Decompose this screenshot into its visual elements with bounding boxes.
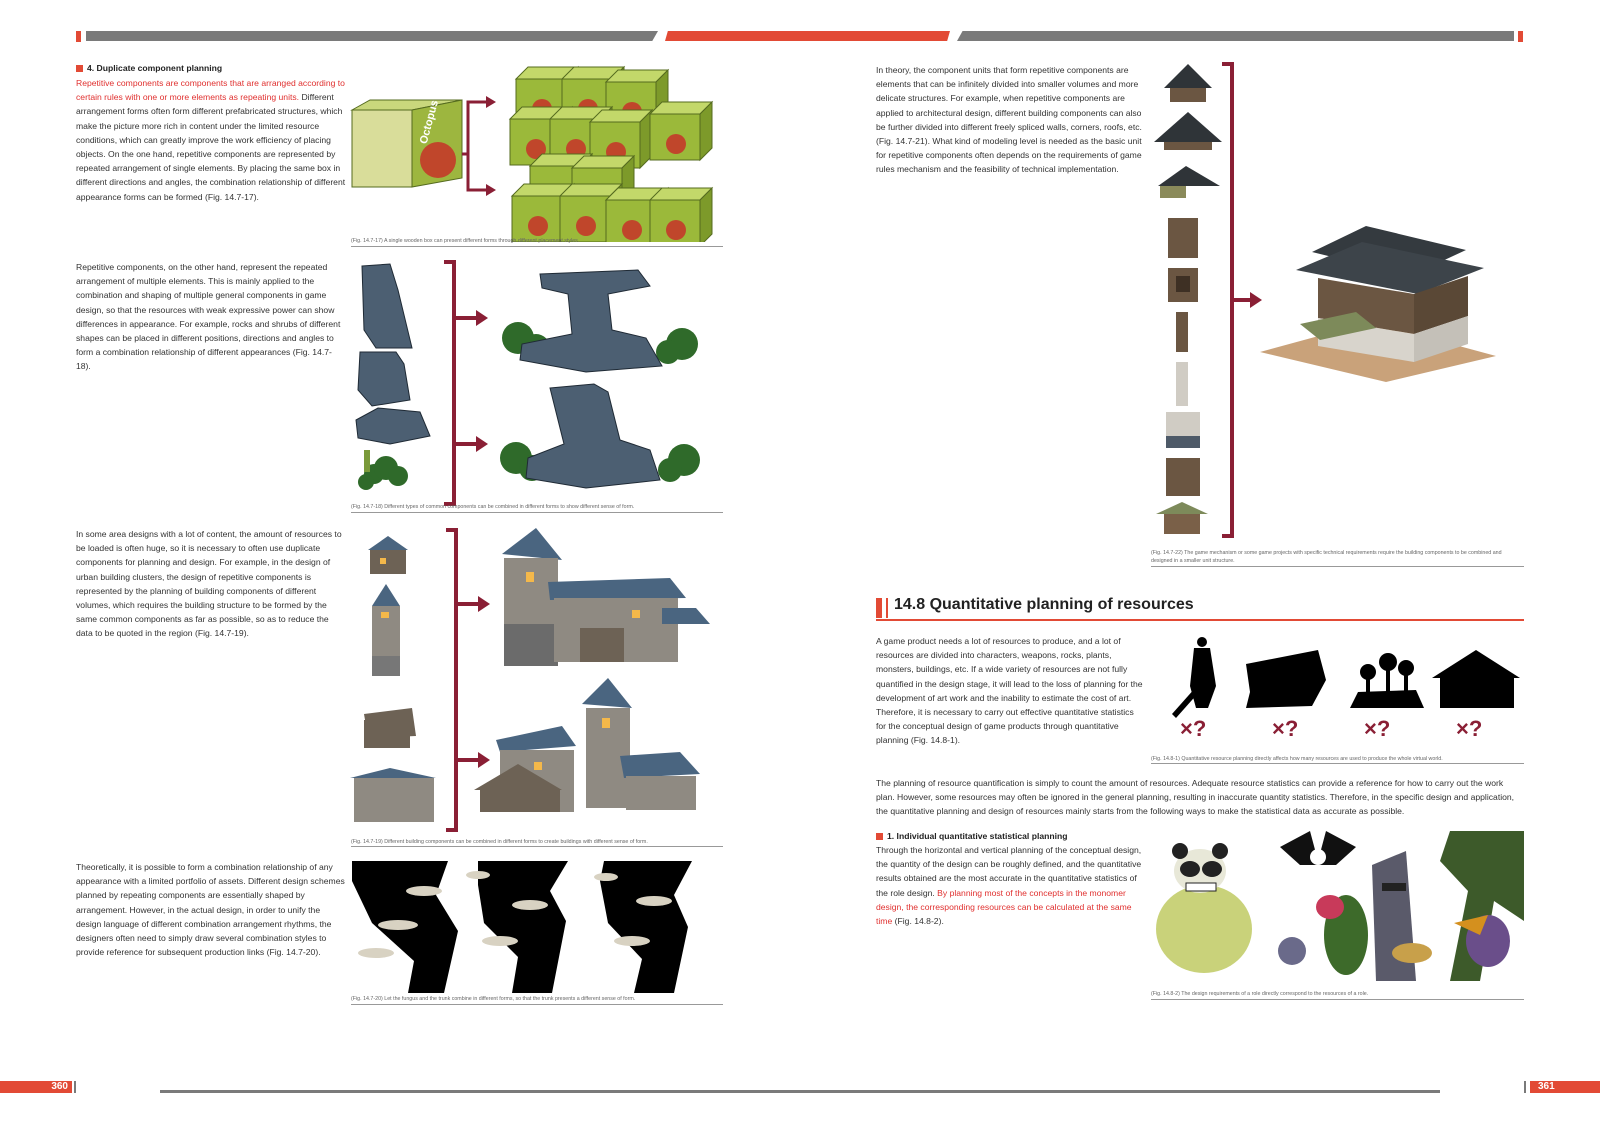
rock-components	[355, 263, 431, 445]
figure-14-7-17: Octopus	[350, 66, 713, 242]
top-rule-gray-left	[86, 31, 658, 41]
bracket	[446, 528, 480, 832]
section-title-marker	[876, 598, 882, 618]
subsection-1-heading: 1. Individual quantitative statistical p…	[876, 831, 1146, 841]
paragraph-combination-styles: Theoretically, it is possible to form a …	[76, 862, 345, 958]
rock-composite-bottom	[500, 383, 700, 489]
section-title: 14.8 Quantitative planning of resources	[894, 596, 1194, 613]
paragraph-resource-quantification: The planning of resource quantification …	[876, 778, 1515, 817]
silhouette-character	[1172, 637, 1216, 718]
silhouette-plants	[1350, 653, 1424, 708]
figure-14-8-2	[1156, 831, 1524, 981]
figure-14-7-22	[1154, 62, 1496, 538]
character-plant-monster	[1278, 895, 1368, 975]
section-4-body: Different arrangement forms often form d…	[76, 92, 346, 202]
roof-components	[1154, 64, 1222, 198]
figure-14-7-19-caption: (Fig. 14.7-19) Different building compon…	[351, 839, 648, 845]
assembled-building	[1260, 226, 1496, 382]
figure-14-8-1: ×? ×? ×? ×?	[1172, 637, 1520, 741]
caption-rule	[1151, 566, 1524, 567]
subsection-1-end: (Fig. 14.8-2).	[892, 916, 944, 927]
section-4-heading-text: 4. Duplicate component planning	[87, 63, 223, 73]
top-right-tab	[1518, 31, 1523, 42]
figure-14-7-17-caption: (Fig. 14.7-17) A single wooden box can p…	[351, 238, 580, 244]
building-components	[350, 536, 436, 822]
caption-rule	[351, 846, 723, 847]
character-bat	[1280, 831, 1356, 865]
page-number-left-tick	[74, 1081, 76, 1093]
page-number-left: 360	[0, 1081, 72, 1093]
silhouette-rock	[1246, 650, 1326, 708]
shrub-component	[358, 450, 408, 490]
multiplier-character: ×?	[1180, 716, 1206, 741]
caption-rule	[1151, 763, 1524, 764]
page-number-right: 361	[1530, 1081, 1600, 1093]
trunk-variant-2	[466, 861, 568, 993]
top-rule-gray-right	[957, 31, 1514, 41]
figure-14-7-18-caption: (Fig. 14.7-18) Different types of common…	[351, 504, 635, 510]
section-14-8-title-block: 14.8 Quantitative planning of resources	[876, 596, 1524, 621]
box-stack-top	[509, 66, 713, 169]
trunk-variant-1	[352, 861, 458, 993]
box-stack-bottom	[511, 153, 713, 242]
caption-rule	[1151, 999, 1524, 1000]
silhouette-building	[1432, 650, 1520, 708]
building-composite-top	[502, 528, 710, 666]
multiplier-plants: ×?	[1364, 716, 1390, 741]
figure-14-7-18	[355, 260, 700, 506]
page-number-right-text: 361	[1538, 1081, 1555, 1092]
heading-marker	[76, 64, 83, 72]
figure-14-7-20-caption: (Fig. 14.7-20) Let the fungus and the tr…	[351, 996, 636, 1002]
multiplier-labels: ×? ×? ×? ×?	[1180, 716, 1482, 741]
subsection-1-paragraph: Through the horizontal and vertical plan…	[876, 843, 1146, 928]
heading-marker	[876, 832, 883, 840]
figure-14-7-22-caption: (Fig. 14.7-22) The game mechanism or som…	[1151, 550, 1502, 564]
caption-rule	[351, 512, 723, 513]
figure-14-7-19	[350, 528, 710, 832]
subsection-1-highlight: By planning most of the concepts in the …	[876, 887, 1132, 927]
character-tree-bird	[1440, 831, 1524, 981]
section-title-marker-thin	[886, 598, 888, 618]
paragraph-urban-buildings: In some area designs with a lot of conte…	[76, 529, 342, 639]
rock-composite-top	[502, 269, 698, 373]
top-rule-red-center	[665, 31, 950, 41]
page-number-left-text: 360	[51, 1081, 68, 1092]
caption-rule	[351, 246, 723, 247]
paragraph-component-units: In theory, the component units that form…	[876, 65, 1142, 175]
trunk-variant-3	[594, 861, 692, 993]
subsection-1-heading-text: 1. Individual quantitative statistical p…	[887, 831, 1068, 841]
character-panda	[1156, 843, 1252, 973]
figure-14-8-2-caption: (Fig. 14.8-2) The design requirements of…	[1151, 991, 1369, 997]
single-box: Octopus	[350, 99, 463, 188]
figure-14-7-20	[352, 861, 692, 993]
branch-arrows	[462, 100, 488, 192]
section-4-highlight: Repetitive components are components tha…	[76, 78, 345, 103]
section-4-paragraph: Repetitive components are components tha…	[76, 76, 346, 204]
multiplier-building: ×?	[1456, 716, 1482, 741]
wall-components	[1156, 218, 1208, 534]
subsection-1-body: Through the horizontal and vertical plan…	[876, 845, 1142, 898]
building-composite-bottom	[474, 678, 700, 812]
section-title-underline	[876, 619, 1524, 621]
bottom-rule	[160, 1090, 1440, 1093]
character-stone-totem	[1372, 851, 1432, 981]
paragraph-repetitive-multiple: Repetitive components, on the other hand…	[76, 262, 341, 372]
caption-rule	[351, 1004, 723, 1005]
top-left-tab	[76, 31, 81, 42]
multiplier-rock: ×?	[1272, 716, 1298, 741]
section-4-heading: 4. Duplicate component planning	[76, 63, 346, 73]
paragraph-quantitative-planning: A game product needs a lot of resources …	[876, 636, 1143, 746]
figure-14-8-1-caption: (Fig. 14.8-1) Quantitative resource plan…	[1151, 756, 1443, 762]
bracket	[1222, 62, 1252, 538]
page-number-right-tick	[1524, 1081, 1526, 1093]
bracket	[444, 260, 478, 506]
